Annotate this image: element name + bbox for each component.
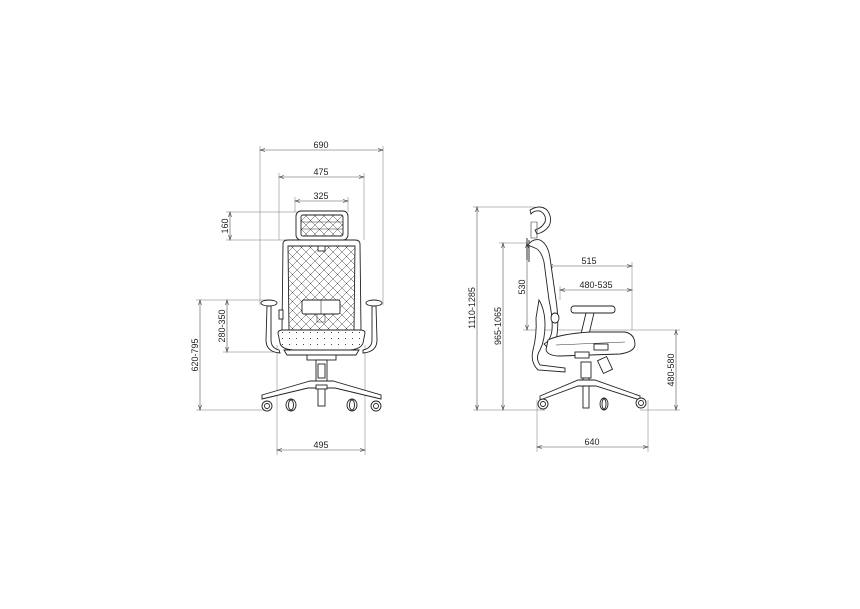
dim-label-backrest-height: 530 [517, 279, 527, 294]
front-view: 690 475 325 160 280-350 620-795 495 [190, 140, 383, 455]
dim-label-seat-height: 480-580 [666, 353, 676, 386]
tilt-knob [596, 355, 614, 375]
side-extension-lines [473, 206, 680, 452]
chair-front-illustration [260, 210, 383, 412]
dim-label-headrest-height: 160 [220, 218, 230, 233]
dim-label-seat-width: 495 [313, 440, 328, 450]
dim-label-backrest-top-height: 965-1065 [493, 307, 503, 345]
dim-label-seat-depth-adjust: 480-535 [579, 280, 612, 290]
headrest-side [529, 206, 552, 235]
dim-label-overall-width: 690 [313, 140, 328, 150]
front-leg [317, 388, 326, 407]
left-armrest-pad [260, 299, 278, 307]
chair-side-illustration [526, 206, 647, 411]
gas-lift-side [582, 377, 590, 409]
dim-label-armrest-height-seat: 280-350 [217, 309, 227, 342]
dim-label-overall-height: 1110-1285 [467, 287, 477, 329]
dim-label-backrest-width: 475 [313, 167, 328, 177]
seat-side [545, 331, 636, 357]
side-view: 1110-1285 965-1065 530 515 480-535 480-5… [467, 207, 680, 452]
dim-label-armrest-height-floor: 620-795 [190, 338, 200, 371]
base-side [539, 379, 641, 401]
seat-front [277, 329, 366, 351]
right-armrest-pad [365, 299, 383, 307]
dim-label-headrest-width: 325 [313, 191, 328, 201]
dim-label-seat-depth: 515 [581, 256, 596, 266]
armrest-side [570, 305, 616, 314]
dim-label-base-depth: 640 [584, 437, 599, 447]
